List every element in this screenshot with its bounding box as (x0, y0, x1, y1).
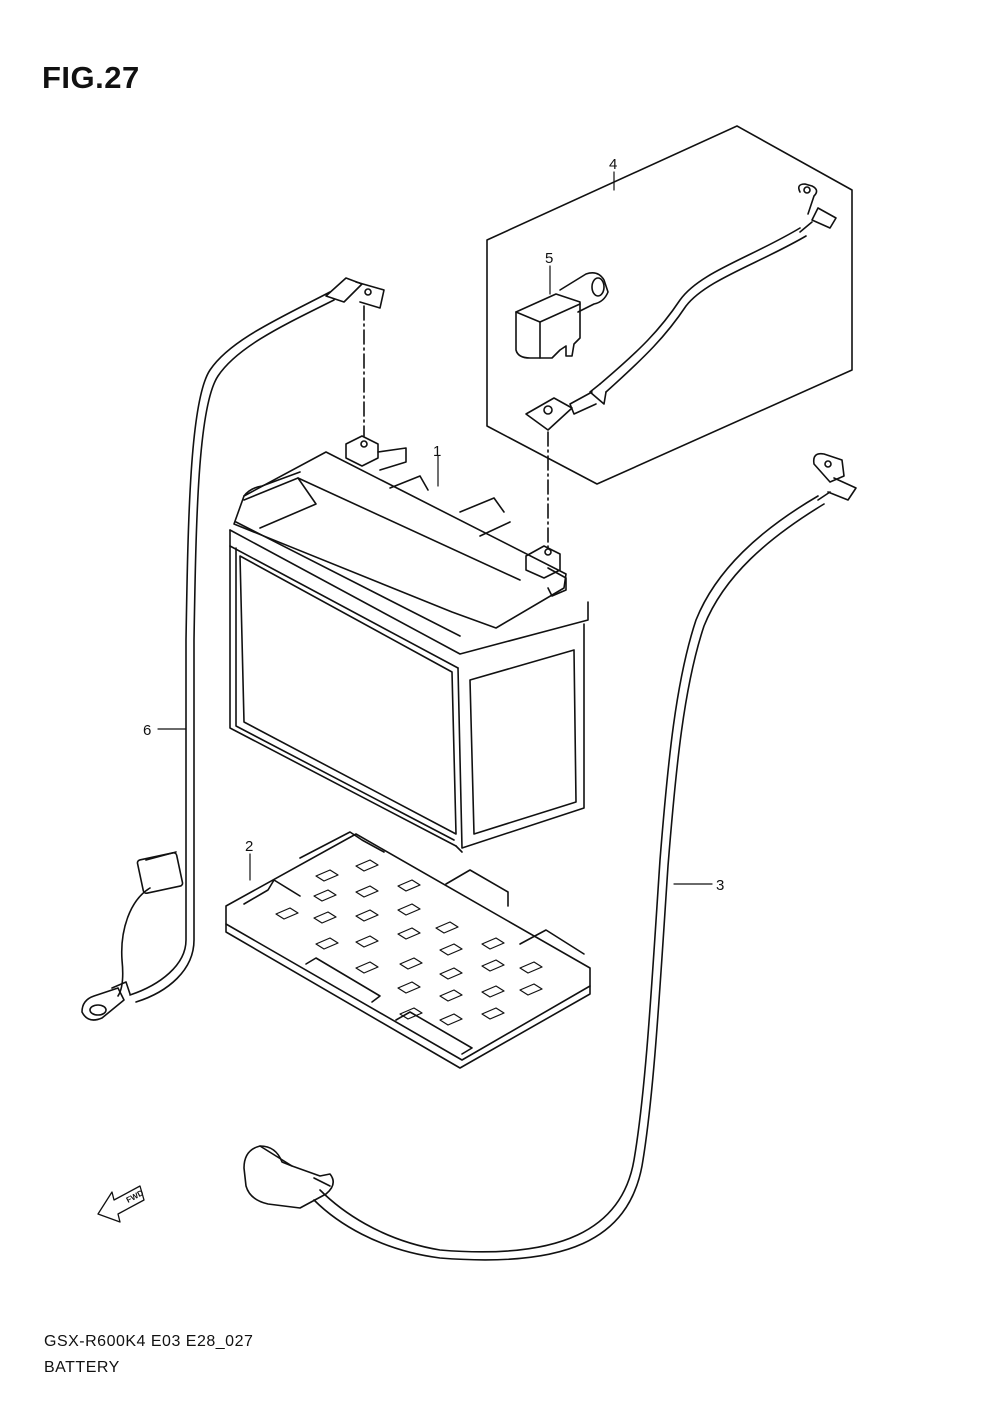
negative-cable[interactable] (243, 452, 857, 1261)
diagram-name: BATTERY (44, 1359, 120, 1376)
figure-title: FIG.27 (42, 60, 140, 95)
starter-lead-kit-box (486, 125, 853, 485)
assembly-guide-lines (363, 305, 549, 549)
fwd-arrow-icon (97, 1185, 145, 1223)
fwd-label: FWD (125, 1188, 146, 1205)
ground-wire[interactable] (81, 277, 385, 1021)
battery-tray[interactable] (225, 831, 591, 1069)
callout-2: 2 (245, 838, 253, 855)
terminal-cover[interactable] (515, 272, 609, 359)
diagram-code: GSX-R600K4 E03 E28_027 (44, 1333, 254, 1350)
callout-5: 5 (545, 250, 553, 267)
callout-1: 1 (433, 443, 441, 460)
starter-motor-lead[interactable] (525, 183, 837, 431)
callout-6: 6 (143, 722, 151, 739)
battery[interactable] (229, 435, 589, 853)
callout-leaders (157, 171, 713, 885)
callout-4: 4 (609, 156, 617, 173)
callout-3: 3 (716, 877, 724, 894)
